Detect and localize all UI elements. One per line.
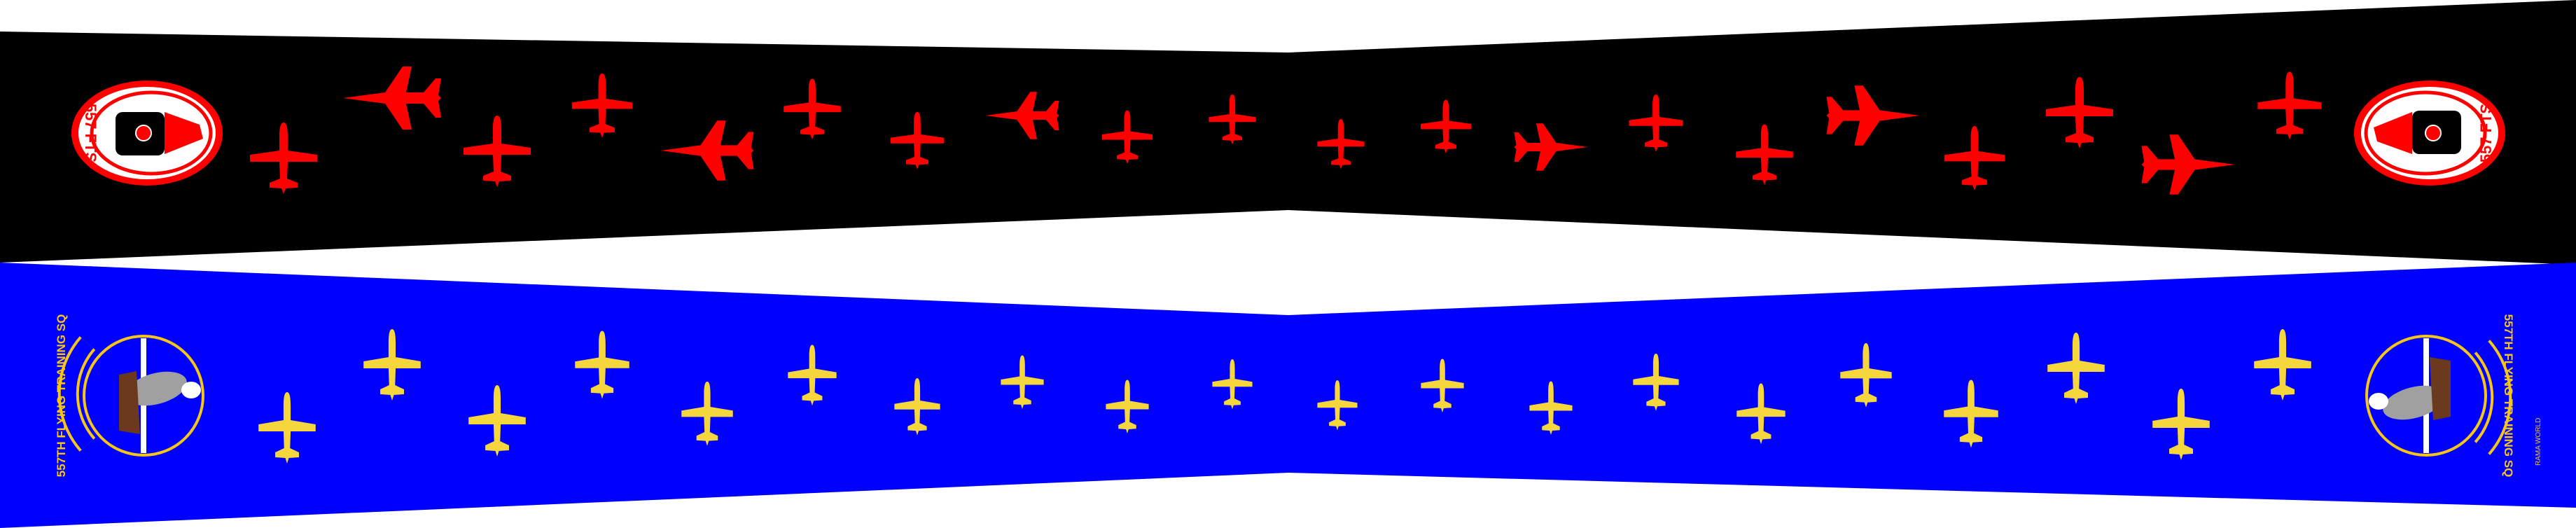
- squadron-patch-bottom-left: 557TH FLYING TRAINING SQ: [55, 314, 204, 478]
- credit-text: RAMA WORLD: [2535, 418, 2542, 466]
- squadron-patch-top-right: 557 FTS: [2354, 81, 2505, 186]
- falcon-icon: [2369, 357, 2451, 420]
- bell-mascot-icon: [116, 112, 203, 155]
- squadron-patch-bottom-right: 557TH FLYING TRAINING SQ: [2365, 314, 2515, 478]
- top-band: [0, 0, 2576, 265]
- patch-label: 557TH FLYING TRAINING SQ: [55, 314, 68, 478]
- patch-label: 557TH FLYING TRAINING SQ: [2502, 314, 2515, 478]
- falcon-icon: [119, 371, 201, 434]
- patch-label: 557 FTS: [2477, 104, 2495, 162]
- squadron-patch-top-left: 557 FTS: [71, 81, 223, 186]
- bell-mascot-icon: [2374, 111, 2461, 154]
- patch-label: 557 FTS: [82, 104, 99, 162]
- bottom-band: [0, 263, 2576, 528]
